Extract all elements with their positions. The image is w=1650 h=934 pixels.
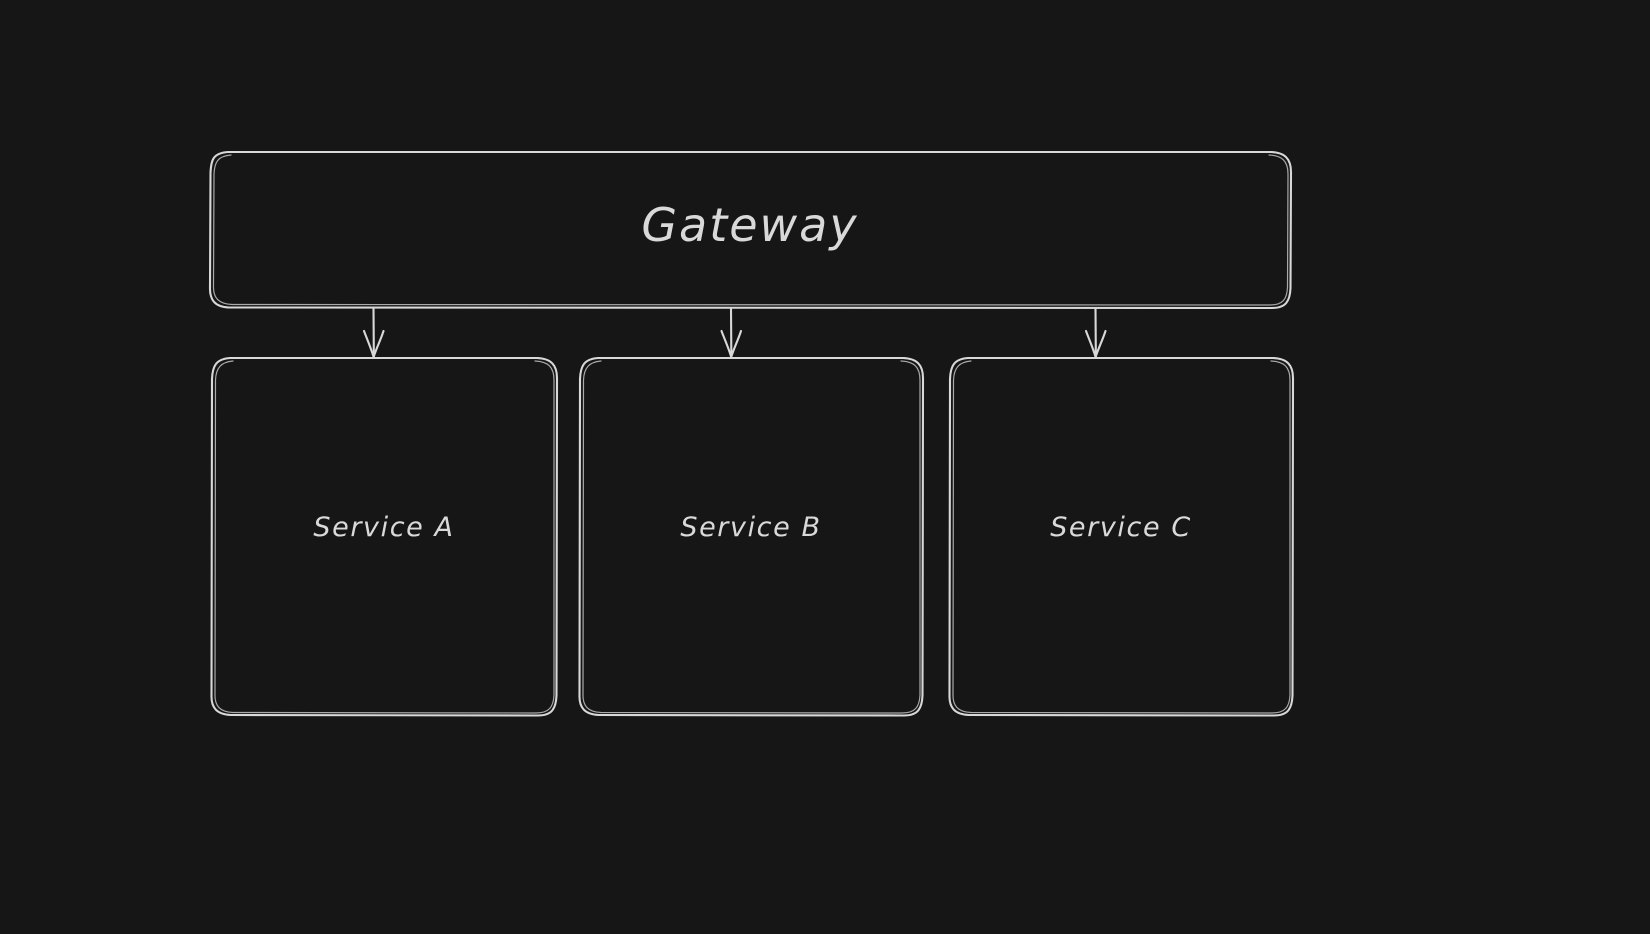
- service-a-node[interactable]: [212, 357, 557, 716]
- edge-gateway-service-a[interactable]: [362, 306, 385, 359]
- service-a-node-shape[interactable]: [210, 356, 559, 717]
- edge-gateway-service-b[interactable]: [720, 306, 743, 359]
- service-b-node[interactable]: [580, 357, 923, 716]
- service-c-node[interactable]: [950, 357, 1293, 716]
- gateway-node-shape[interactable]: [208, 150, 1293, 310]
- service-c-node-shape[interactable]: [948, 356, 1295, 717]
- gateway-node[interactable]: [210, 151, 1291, 308]
- service-b-node-shape[interactable]: [578, 356, 925, 717]
- edge-gateway-service-c[interactable]: [1084, 306, 1107, 359]
